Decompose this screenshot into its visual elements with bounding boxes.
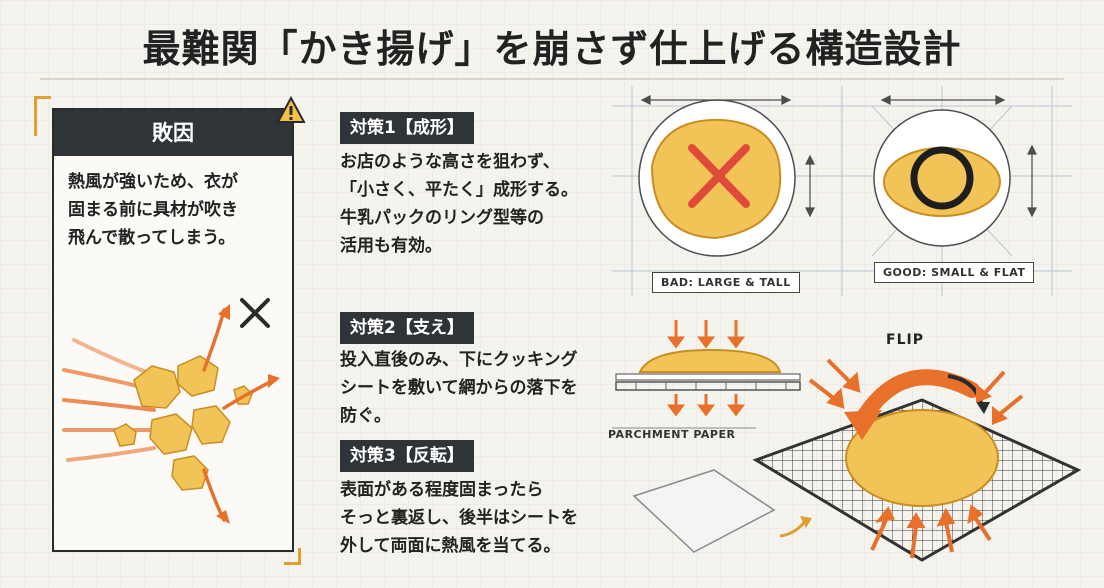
strategy-2-label: 対策2【支え】 xyxy=(340,312,474,344)
bad-tag: BAD: LARGE & TALL xyxy=(652,272,800,293)
strategy-line: 投入直後のみ、下にクッキング xyxy=(340,350,578,370)
page-title: 最難関「かき揚げ」を崩さず仕上げる構造設計 xyxy=(142,27,962,71)
cause-header: 敗因 xyxy=(54,110,292,156)
corner-accent xyxy=(284,548,301,565)
warning-icon xyxy=(276,95,306,123)
corner-accent xyxy=(34,110,37,136)
cause-line: 固まる前に具材が吹き xyxy=(68,200,238,220)
circle-mark-icon xyxy=(910,146,974,210)
flip-label: FLIP xyxy=(886,332,924,348)
strategy-2-text: 投入直後のみ、下にクッキング シートを敷いて網からの落下を 防ぐ。 xyxy=(340,346,578,430)
strategy-line: 防ぐ。 xyxy=(340,406,391,426)
cause-line: 飛んで散ってしまう。 xyxy=(68,228,236,248)
strategy-line: 表面がある程度固まったら xyxy=(340,480,544,500)
strategy-line: シートを敷いて網からの落下を xyxy=(340,378,578,398)
cause-line: 熱風が強いため、衣が xyxy=(68,172,238,192)
strategy-line: 「小さく、平たく」成形する。 xyxy=(340,180,578,200)
strategy-line: 牛乳パックのリング型等の xyxy=(340,208,544,228)
strategy-line: お店のような高さを狙わず、 xyxy=(340,152,560,172)
strategy-1-text: お店のような高さを狙わず、 「小さく、平たく」成形する。 牛乳パックのリング型等… xyxy=(340,148,578,260)
parchment-illustration xyxy=(612,320,801,429)
sheet-illustration xyxy=(632,469,812,553)
strategy-line: 活用も有効。 xyxy=(340,236,442,256)
good-tag: GOOD: SMALL & FLAT xyxy=(874,262,1035,283)
shaping-blueprint xyxy=(612,86,1072,296)
strategy-line: そっと裏返し、後半はシートを xyxy=(340,508,578,528)
corner-accent xyxy=(34,96,51,113)
strategy-3-label: 対策3【反転】 xyxy=(340,440,474,472)
title-divider xyxy=(40,78,1064,80)
parchment-tag: PARCHMENT PAPER xyxy=(608,428,736,441)
strategy-1-label: 対策1【成形】 xyxy=(340,112,474,144)
cause-text: 熱風が強いため、衣が 固まる前に具材が吹き 飛んで散ってしまう。 xyxy=(54,156,292,252)
scatter-illustration xyxy=(62,298,280,524)
x-mark-icon xyxy=(240,298,270,328)
x-mark-icon xyxy=(688,144,750,208)
flip-illustration xyxy=(752,358,1082,562)
cause-card: 敗因 熱風が強いため、衣が 固まる前に具材が吹き 飛んで散ってしまう。 xyxy=(52,108,294,552)
strategy-3-text: 表面がある程度固まったら そっと裏返し、後半はシートを 外して両面に熱風を当てる… xyxy=(340,476,578,560)
strategy-line: 外して両面に熱風を当てる。 xyxy=(340,536,561,556)
